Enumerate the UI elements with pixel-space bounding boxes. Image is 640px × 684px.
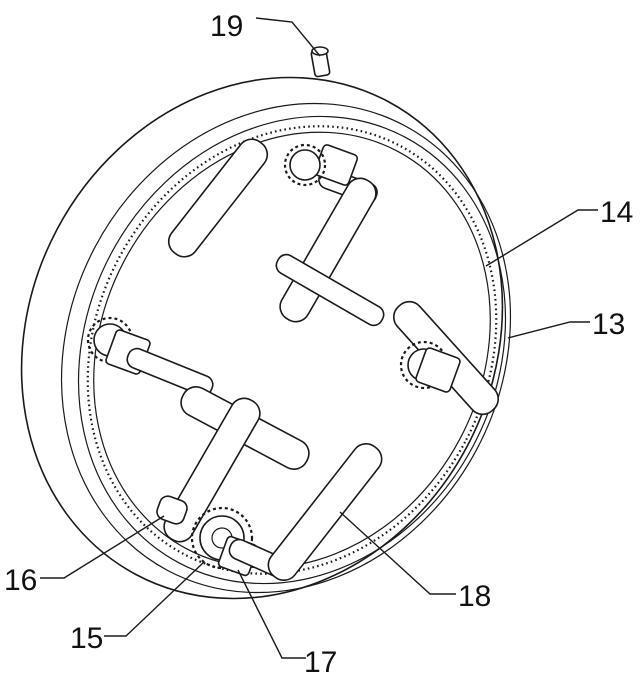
outer-ring bbox=[20, 76, 512, 600]
sensor-pin bbox=[310, 46, 331, 78]
arm-assembly-bottom bbox=[156, 397, 383, 582]
label-19: 19 bbox=[210, 10, 243, 43]
arm-assembly-right bbox=[275, 253, 500, 416]
leader-19 bbox=[255, 17, 321, 57]
ring-gear bbox=[86, 125, 498, 575]
label-18: 18 bbox=[458, 580, 491, 613]
leader-13 bbox=[507, 321, 590, 339]
leader-18 bbox=[339, 511, 456, 595]
leader-15 bbox=[104, 561, 205, 637]
leader-lines bbox=[40, 17, 598, 659]
leader-16 bbox=[40, 515, 165, 579]
label-13: 13 bbox=[592, 308, 625, 341]
label-17: 17 bbox=[304, 646, 337, 679]
part-labels: 19 14 13 16 15 17 18 bbox=[4, 10, 633, 679]
label-14: 14 bbox=[600, 196, 633, 229]
label-15: 15 bbox=[70, 622, 103, 655]
leader-17 bbox=[237, 569, 306, 659]
label-16: 16 bbox=[4, 564, 37, 597]
leader-14 bbox=[485, 209, 598, 267]
